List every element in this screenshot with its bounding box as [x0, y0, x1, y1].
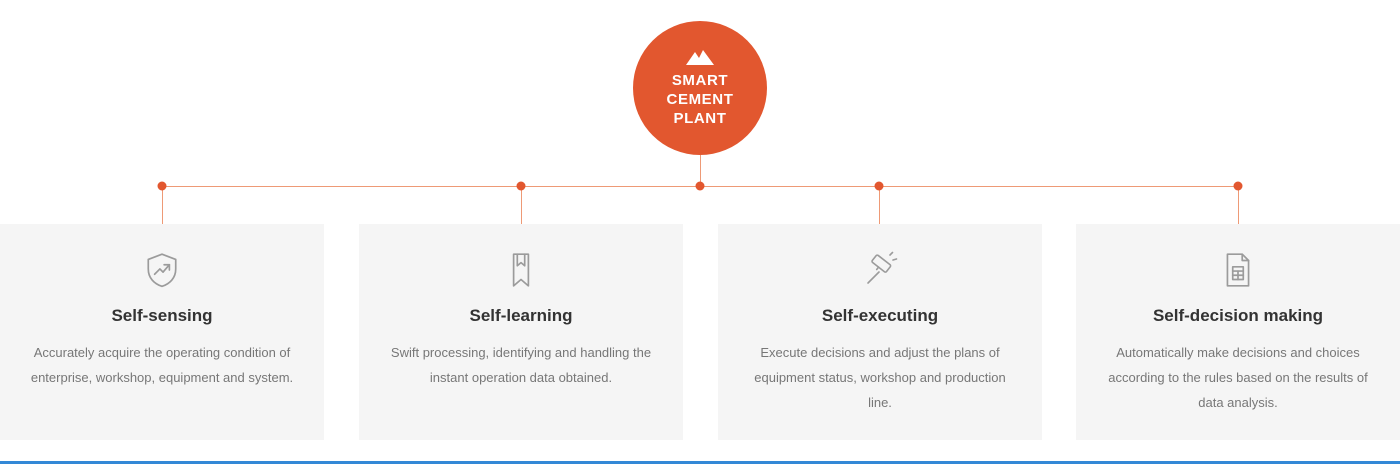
hub-title-line-1: SMART: [671, 72, 729, 89]
card4-connector-line: [1238, 190, 1239, 224]
document-grid-icon: [1076, 249, 1400, 291]
card1-connector-line: [162, 190, 163, 224]
bottom-accent-bar: [0, 461, 1400, 464]
gavel-icon: [718, 249, 1042, 291]
shield-trend-icon: [0, 249, 324, 291]
card3-connector-line: [879, 190, 880, 224]
card-description: Execute decisions and adjust the plans o…: [754, 345, 1006, 410]
hub-title-line-3: PLANT: [673, 110, 727, 127]
hub-title-line-2: CEMENT: [666, 91, 734, 108]
connector-dot: [695, 181, 705, 191]
hub-connector-line: [700, 155, 701, 186]
card-description: Swift processing, identifying and handli…: [390, 345, 652, 385]
card-title: Self-sensing: [111, 306, 213, 325]
connector-dot: [874, 181, 884, 191]
connector-dot: [516, 181, 526, 191]
card-description: Automatically make decisions and choices…: [1108, 345, 1368, 410]
connector-dot: [157, 181, 167, 191]
connector-dot: [1233, 181, 1243, 191]
card2-connector-line: [521, 190, 522, 224]
card-title: Self-learning: [469, 306, 573, 325]
card-description: Accurately acquire the operating conditi…: [30, 345, 294, 385]
card-self-sensing: Self-sensing Accurately acquire the oper…: [0, 224, 324, 440]
card-title: Self-executing: [821, 306, 939, 325]
hub-circle: SMART CEMENT PLANT: [633, 21, 767, 155]
card-self-decision-making: Self-decision making Automatically make …: [1076, 224, 1400, 440]
card-title: Self-decision making: [1152, 306, 1324, 325]
card-self-executing: Self-executing Execute decisions and adj…: [718, 224, 1042, 440]
mountain-icon: [684, 48, 716, 66]
bookmark-ribbon-icon: [359, 249, 683, 291]
card-self-learning: Self-learning Swift processing, identify…: [359, 224, 683, 440]
